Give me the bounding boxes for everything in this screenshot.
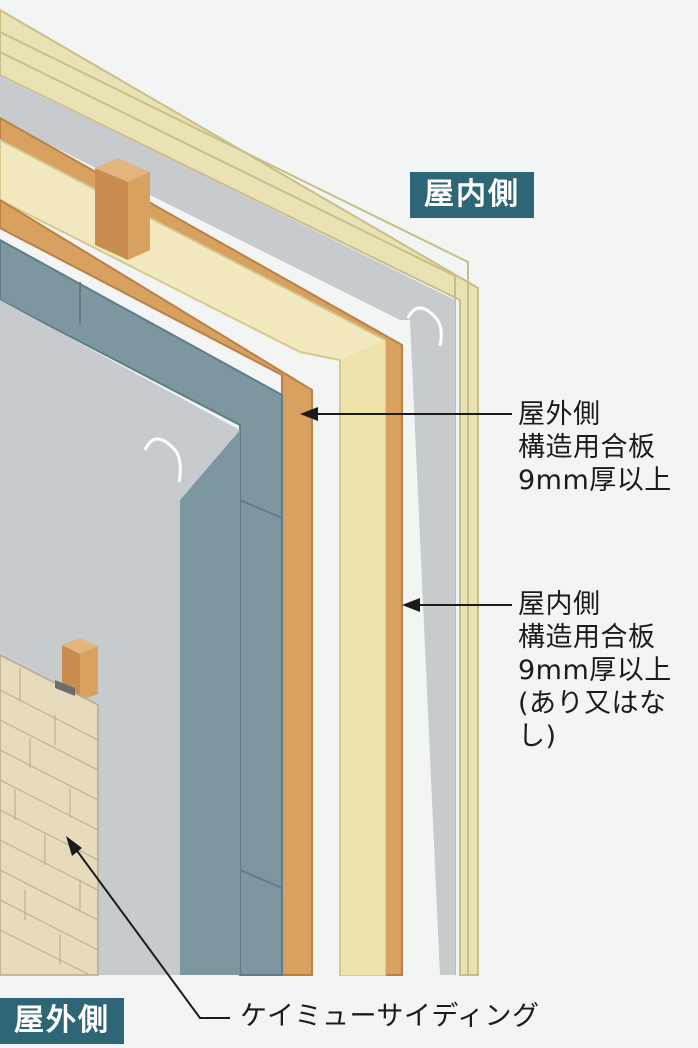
interior-wall-curve (406, 306, 443, 347)
leader-interior-plywood (402, 598, 512, 612)
exterior-side-badge: 屋外側 (0, 998, 124, 1044)
siding-brick-pattern (0, 668, 99, 976)
leader-siding (66, 836, 230, 1019)
interior-finish-board (0, 8, 479, 976)
insulation-joint-2 (239, 499, 283, 519)
stud-face (340, 340, 385, 975)
siding-label: ケイミューサイディング (240, 1001, 540, 1032)
siding-clip (55, 680, 75, 696)
interior-plywood-label: 屋内側 構造用合板 9mm厚以上 (あり又はなし) (518, 589, 672, 752)
stud-top (95, 158, 150, 182)
furring-strip-side (80, 646, 98, 700)
interior-side-badge: 屋内側 (410, 172, 534, 218)
insulation-joint-4 (239, 869, 283, 889)
exterior-sheathing-edge (180, 430, 240, 975)
leader-exterior-plywood (300, 407, 512, 421)
stud-side (128, 172, 150, 260)
exterior-wall-curve (143, 437, 182, 483)
interior-finish-board-line (0, 31, 469, 975)
exterior-plywood-label: 屋外側 構造用合板 9mm厚以上 (518, 399, 672, 496)
stud-front (95, 168, 128, 260)
